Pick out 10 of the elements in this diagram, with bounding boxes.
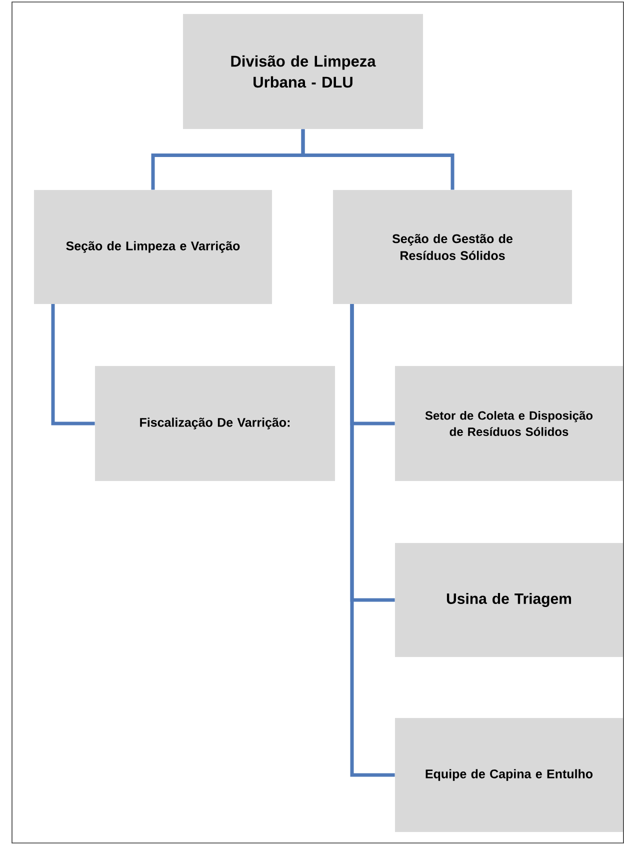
section-box: Seção de Limpeza e Varrição (34, 190, 272, 304)
unit-box: Usina de Triagem (395, 543, 623, 657)
top-box: Divisão de Limpeza Urbana - DLU (183, 14, 423, 129)
unit-box: Setor de Coleta e Disposição de Resíduos Sólidos (395, 366, 623, 481)
connector-line (350, 304, 395, 777)
section-box: Seção de Gestão de Resíduos Sólidos (333, 190, 572, 304)
unit-box: Fiscalização De Varrição: (95, 366, 335, 481)
connector-line (301, 129, 454, 190)
connector-line (51, 304, 95, 426)
unit-box: Equipe de Capina e Entulho (395, 718, 623, 832)
